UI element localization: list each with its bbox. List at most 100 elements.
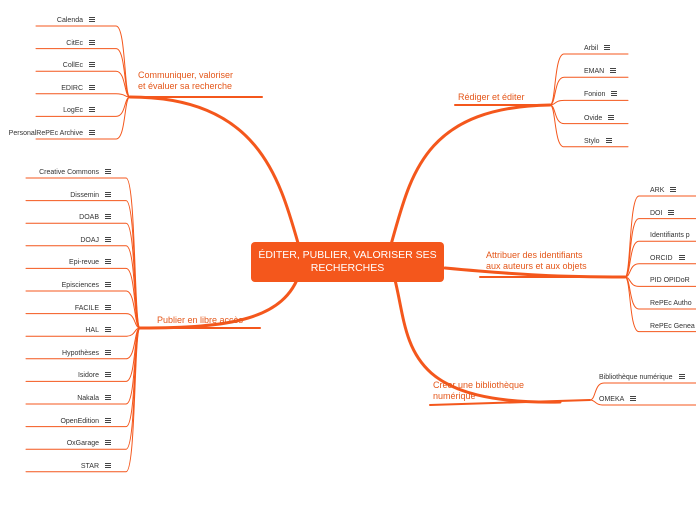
leaf-topic-label: ARK <box>650 187 665 194</box>
leaf-topic-publier[interactable]: OpenEdition <box>60 417 112 426</box>
central-topic[interactable]: ÉDITER, PUBLIER, VALORISER SES RECHERCHE… <box>251 242 444 282</box>
leaf-topic-communiquer[interactable]: EDIRC <box>61 84 96 93</box>
leaf-topic-creer[interactable]: OMEKA <box>599 395 637 404</box>
leaf-topic-attribuer[interactable]: ARK <box>650 186 677 195</box>
leaf-topic-publier[interactable]: Dissemin <box>70 191 112 200</box>
branch-creer[interactable]: Créer une bibliothèque numérique <box>433 380 524 402</box>
leaf-topic-attribuer[interactable]: PID OPIDoR <box>650 276 690 285</box>
leaf-topic-communiquer[interactable]: LogEc <box>63 106 96 115</box>
notes-icon[interactable] <box>604 44 611 51</box>
leaf-link-rediger-4 <box>549 104 629 148</box>
branch-publier[interactable]: Publier en libre accès <box>157 315 243 326</box>
leaf-topic-publier[interactable]: Episciences <box>62 281 112 290</box>
leaf-topic-label: ORCID <box>650 254 673 262</box>
notes-icon[interactable] <box>105 236 112 243</box>
notes-icon[interactable] <box>105 168 112 175</box>
leaf-topic-rediger[interactable]: Ovide <box>584 114 615 123</box>
leaf-topic-publier[interactable]: Nakala <box>77 394 112 403</box>
notes-icon[interactable] <box>105 417 112 424</box>
notes-icon[interactable] <box>668 209 675 216</box>
notes-icon[interactable] <box>105 371 112 378</box>
leaf-topic-publier[interactable]: Creative Commons <box>39 168 112 177</box>
notes-icon[interactable] <box>105 213 112 220</box>
leaf-topic-attribuer[interactable]: RePEc Autho <box>650 299 692 308</box>
leaf-link-publier-6 <box>25 313 141 329</box>
leaf-topic-publier[interactable]: Hypothèses <box>62 349 112 358</box>
branch-creer-label-line2: numérique <box>433 391 476 401</box>
notes-icon[interactable] <box>105 462 112 469</box>
leaf-link-publier-5 <box>25 290 141 329</box>
leaf-topic-attribuer[interactable]: DOI <box>650 209 675 218</box>
leaf-link-creer-1 <box>589 399 696 406</box>
branch-attribuer-label-line2: aux auteurs et aux objets <box>486 261 587 271</box>
leaf-topic-rediger[interactable]: Arbil <box>584 44 611 53</box>
leaf-topic-label: RePEc Autho <box>650 300 692 307</box>
branch-attribuer[interactable]: Attribuer des identifiants aux auteurs e… <box>486 250 587 272</box>
underline-creer <box>429 399 591 406</box>
leaf-topic-publier[interactable]: STAR <box>81 462 112 471</box>
leaf-topic-publier[interactable]: DOAJ <box>80 236 112 245</box>
notes-icon[interactable] <box>89 16 96 23</box>
leaf-link-publier-12 <box>25 327 141 450</box>
leaf-topic-label: Creative Commons <box>39 169 99 176</box>
leaf-topic-label: EDIRC <box>61 84 83 92</box>
notes-icon[interactable] <box>105 281 112 288</box>
leaf-topic-label: CollEc <box>62 62 83 70</box>
leaf-topic-communiquer[interactable]: CollEc <box>63 61 96 70</box>
notes-icon[interactable] <box>678 254 686 261</box>
leaf-link-creer-0 <box>589 382 696 401</box>
leaf-topic-publier[interactable]: FACILE <box>75 304 112 313</box>
leaf-topic-publier[interactable]: DOAB <box>79 213 112 222</box>
notes-icon[interactable] <box>610 67 617 74</box>
notes-icon[interactable] <box>105 304 112 311</box>
notes-icon[interactable] <box>89 84 96 91</box>
leaf-topic-attribuer[interactable]: ORCID <box>650 254 686 263</box>
branch-rediger-label: Rédiger et éditer <box>458 92 525 102</box>
notes-icon[interactable] <box>605 137 613 144</box>
notes-icon[interactable] <box>89 39 96 46</box>
leaf-link-attribuer-3 <box>624 263 696 278</box>
notes-icon[interactable] <box>89 129 96 136</box>
leaf-topic-publier[interactable]: HAL <box>85 326 112 335</box>
leaf-topic-label: CitEc <box>66 39 83 47</box>
notes-icon[interactable] <box>105 439 112 446</box>
link-creer <box>393 278 562 404</box>
leaf-topic-rediger[interactable]: EMAN <box>584 67 617 76</box>
leaf-topic-publier[interactable]: OxGarage <box>67 439 112 448</box>
link-rediger <box>388 103 552 250</box>
notes-icon[interactable] <box>105 326 112 333</box>
leaf-topic-rediger[interactable]: Stylo <box>584 137 613 146</box>
leaf-topic-attribuer[interactable]: RePEc Genea <box>650 322 695 331</box>
branch-rediger[interactable]: Rédiger et éditer <box>458 92 525 103</box>
leaf-topic-publier[interactable]: Isidore <box>78 371 112 380</box>
leaf-topic-communiquer[interactable]: Calenda <box>57 16 96 25</box>
leaf-topic-rediger[interactable]: Fonion <box>584 90 618 99</box>
leaf-topic-label: DOAB <box>79 214 99 222</box>
leaf-topic-label: HAL <box>85 327 99 335</box>
leaf-topic-publier[interactable]: Epi-revue <box>69 258 112 267</box>
notes-icon[interactable] <box>89 106 96 113</box>
leaf-topic-label: Arbil <box>584 45 599 52</box>
branch-communiquer[interactable]: Communiquer, valoriser et évaluer sa rec… <box>138 70 233 92</box>
notes-icon[interactable] <box>630 395 637 402</box>
notes-icon[interactable] <box>105 191 112 198</box>
branch-attribuer-label-line1: Attribuer des identifiants <box>486 250 583 260</box>
notes-icon[interactable] <box>678 373 686 380</box>
notes-icon[interactable] <box>105 394 112 401</box>
leaf-topic-attribuer[interactable]: Identifiants p <box>650 231 690 240</box>
notes-icon[interactable] <box>89 61 96 68</box>
notes-icon[interactable] <box>611 90 618 97</box>
leaf-topic-label: STAR <box>80 462 99 470</box>
leaf-topic-communiquer[interactable]: PersonalRePEc Archive <box>9 129 96 138</box>
notes-icon[interactable] <box>670 186 677 193</box>
notes-icon[interactable] <box>105 349 112 356</box>
leaf-topic-label: OpenEdition <box>60 417 99 425</box>
leaf-topic-label: Dissemin <box>70 191 99 199</box>
leaf-link-communiquer-3 <box>35 93 131 98</box>
notes-icon[interactable] <box>105 258 112 265</box>
leaf-link-rediger-2 <box>549 99 629 106</box>
leaf-topic-communiquer[interactable]: CitEc <box>66 39 96 48</box>
notes-icon[interactable] <box>608 114 615 121</box>
leaf-topic-creer[interactable]: Bibliothèque numérique <box>599 373 686 382</box>
leaf-link-publier-4 <box>25 267 141 329</box>
